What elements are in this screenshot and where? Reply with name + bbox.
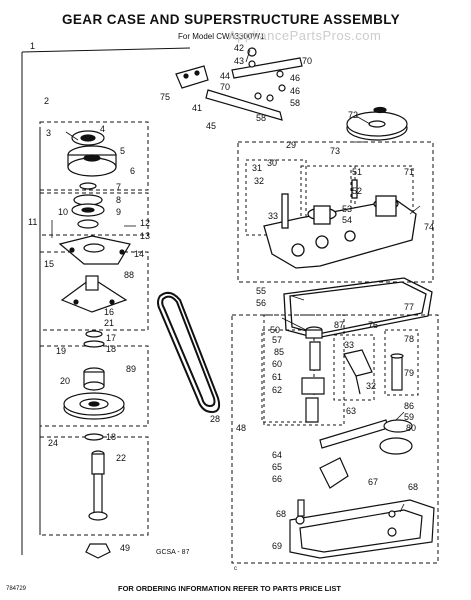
callout-22: 22 [116,453,127,463]
callout-63: 63 [346,406,357,416]
callout-67: 67 [368,477,379,487]
callout-55: 55 [256,286,267,296]
callout-19: 19 [56,346,67,356]
callout-74: 74 [424,222,435,232]
callout-48: 48 [236,423,247,433]
callout-8: 8 [116,195,122,205]
diagram-title: GEAR CASE AND SUPERSTRUCTURE ASSEMBLY [62,12,401,27]
callout-18-lower: 18 [106,432,117,442]
callout-50: 50 [270,325,281,335]
callout-42: 42 [234,43,245,53]
callout-46-upper: 46 [290,73,301,83]
callout-58: 58 [290,98,301,108]
watermark: AppliancePartsPros.com [228,28,382,43]
callout-49: 49 [120,543,131,553]
callout-80: 80 [406,423,417,433]
callout-33-lower: 33 [344,340,355,350]
drawing-code: GCSA - 87 [156,549,190,556]
callout-62: 62 [272,385,283,395]
callout-33: 33 [268,211,279,221]
callout-32-lower: 32 [366,381,377,391]
callout-1: 1 [30,41,36,51]
callout-41: 41 [192,103,203,113]
callout-59: 59 [404,412,415,422]
callout-45: 45 [206,121,217,131]
callout-57: 57 [272,335,283,345]
callout-85: 85 [274,347,285,357]
callout-7: 7 [116,182,122,192]
callout-32: 32 [254,176,265,186]
callout-2: 2 [44,96,50,106]
document-number: 784729 [6,586,27,592]
callout-4: 4 [100,124,106,134]
callout-61: 61 [272,372,283,382]
callout-87: 87 [334,320,345,330]
callout-28: 28 [210,414,221,424]
callout-78: 78 [404,334,415,344]
callout-15: 15 [44,259,55,269]
callout-73: 73 [330,146,341,156]
callout-70-lower: 70 [220,82,231,92]
callout-65: 65 [272,462,283,472]
callout-64: 64 [272,450,283,460]
callout-89: 89 [126,364,137,374]
callout-58-lower: 58 [256,113,267,123]
callout-75: 75 [160,92,171,102]
callout-9: 9 [116,207,122,217]
callout-43: 43 [234,56,245,66]
callout-6: 6 [130,166,136,176]
callout-68: 68 [408,482,419,492]
callout-54: 54 [342,215,353,225]
callout-60: 60 [272,359,283,369]
callout-5: 5 [120,146,126,156]
callout-13: 13 [140,231,151,241]
callout-29: 29 [286,140,297,150]
callout-88: 88 [124,270,135,280]
callout-86: 86 [404,401,415,411]
callout-56: 56 [256,298,267,308]
callout-3: 3 [46,128,52,138]
callout-69: 69 [272,541,283,551]
callout-77: 77 [404,302,415,312]
callout-53: 53 [342,204,353,214]
callout-72: 72 [348,110,359,120]
callout-66: 66 [272,474,283,484]
callout-46: 46 [290,86,301,96]
callout-18: 18 [106,344,117,354]
callout-31: 31 [252,163,263,173]
model-subtitle: For Model CWA3300W1 [178,32,265,41]
page-mark: c [234,566,237,572]
callout-21: 21 [104,318,115,328]
callout-14: 14 [134,249,145,259]
callout-44: 44 [220,71,231,81]
callout-16: 16 [104,307,115,317]
callout-11: 11 [28,217,38,227]
callout-17: 17 [106,333,117,343]
callout-20: 20 [60,376,71,386]
callout-76: 76 [368,320,379,330]
callout-70: 70 [302,56,313,66]
callout-10: 10 [58,207,69,217]
callout-71: 71 [404,167,415,177]
callout-12: 12 [140,218,151,228]
callout-52: 52 [352,186,363,196]
callout-68-lower: 68 [276,509,287,519]
callout-79: 79 [404,368,415,378]
callout-30: 30 [267,158,278,168]
callout-51: 51 [352,167,363,177]
ordering-info-footer: FOR ORDERING INFORMATION REFER TO PARTS … [118,584,341,593]
callout-24: 24 [48,438,59,448]
